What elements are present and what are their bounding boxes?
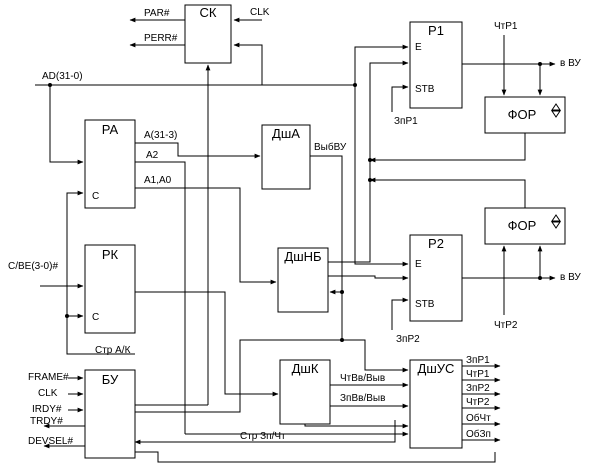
vybvu-line: [310, 155, 409, 373]
out-zpp2-label: ЗпР2: [466, 383, 490, 394]
par-label: PAR#: [144, 8, 170, 19]
chtp2-label: ЧтР2: [494, 320, 518, 331]
ad-to-p2-line: [354, 85, 409, 267]
for1-feedback-line: [369, 133, 526, 163]
out-zpp1-label: ЗпР1: [466, 355, 490, 366]
bu-block: [84, 369, 136, 459]
str-ak-label: Стр А/К: [95, 345, 131, 356]
zpp1-label: ЗпР1: [394, 116, 418, 127]
dshnb-label: ДшНБ: [284, 249, 321, 264]
p1-label: Р1: [428, 23, 444, 38]
out-chtp2-label: ЧтР2: [466, 397, 490, 408]
ra-label: РА: [102, 122, 119, 137]
devsel-label: DEVSEL#: [28, 436, 73, 447]
out-chtp1-label: ЧтР1: [466, 369, 490, 380]
perr-label: PERR#: [144, 33, 178, 44]
cbe-label: C/BE(3-0)#: [8, 261, 58, 272]
zpp1-line: [391, 84, 409, 112]
ra-c-port: С: [92, 191, 99, 202]
rk-label: РК: [102, 247, 119, 262]
str-zpcht-line: [134, 420, 396, 445]
dshk-bottom-line: [304, 423, 409, 429]
junction-vybvu-2: [340, 338, 344, 342]
dshus-label: ДшУС: [418, 361, 455, 376]
junction-p2-for2: [538, 276, 542, 280]
a2-label: A2: [146, 150, 159, 161]
str-ak-line: [66, 190, 135, 355]
p2-out-label: в ВУ: [560, 272, 581, 283]
zpvv-label: ЗпВв/Выв: [340, 393, 385, 404]
a31-3-line: [135, 142, 261, 159]
clk-bu-label: CLK: [38, 388, 58, 399]
chtp1-label: ЧтР1: [494, 21, 518, 32]
dshnb-to-p2-line: [328, 275, 409, 281]
a1a0-line: [135, 187, 277, 285]
p1-out-label: в ВУ: [560, 58, 581, 69]
sk-block: [184, 4, 232, 64]
chtvv-label: ЧтВв/Выв: [340, 373, 385, 384]
ad-bus: [35, 44, 409, 86]
a2-line: [135, 161, 186, 434]
str-zpcht-label: Стр Зп/Чт: [240, 431, 286, 442]
dshnb-block: [277, 247, 329, 313]
out-obzp-label: ОбЗп: [466, 428, 491, 440]
junction-fb2: [368, 178, 372, 182]
ra-block: [84, 119, 136, 209]
out-obcht-label: ОбЧт: [466, 412, 491, 424]
p1-stb-port: STB: [415, 84, 435, 95]
junction-str-ak: [65, 314, 69, 318]
for2-symbol: [551, 214, 561, 229]
zpp2-label: ЗпР2: [396, 334, 420, 345]
dshus-block: [409, 359, 463, 449]
sk-right-line: [233, 42, 263, 85]
a31-3-label: A(31-3): [144, 130, 177, 141]
a1a0-label: A1,A0: [144, 175, 172, 186]
zpp2-line: [391, 297, 409, 330]
junction-fb1: [368, 158, 372, 162]
rk-to-dshk-line: [135, 291, 279, 397]
p2-label: Р2: [428, 236, 444, 251]
dsha-label: ДшА: [272, 126, 300, 141]
ad-to-ra-line: [49, 85, 84, 165]
p2-block: [409, 234, 463, 322]
clk-sk-label: CLK: [250, 7, 270, 18]
rk-c-port: С: [92, 312, 99, 323]
p2-e-port: E: [415, 259, 422, 270]
for1-label: ФОР: [508, 107, 537, 122]
p1-e-port: E: [415, 42, 422, 53]
trdy-label: TRDY#: [30, 416, 63, 427]
irdy-label: IRDY#: [32, 404, 62, 415]
dshus-outputs: ЗпР1 ЧтР1 ЗпР2 ЧтР2 ОбЧт ОбЗп: [462, 355, 501, 443]
junction-vybvu: [340, 290, 344, 294]
p1-block: [409, 21, 463, 109]
for1-block: [484, 96, 566, 134]
bu-label: БУ: [102, 372, 119, 387]
p2-stb-port: STB: [415, 299, 435, 310]
for2-label: ФОР: [508, 218, 537, 233]
junction-p1-for1: [538, 62, 542, 66]
ad-label: AD(31-0): [42, 71, 83, 82]
for2-block: [484, 207, 566, 245]
dshk-label: ДшК: [292, 361, 319, 376]
for2-feedback-line: [369, 177, 526, 208]
rk-block: [84, 244, 136, 334]
bu-bottom-line: [135, 451, 496, 463]
sk-label: СК: [200, 5, 217, 20]
junction-ad-ra: [48, 83, 52, 87]
bu-to-dshk-line: [135, 339, 342, 413]
dsha-block: [261, 124, 311, 190]
dshnb-to-p1-line: [328, 60, 409, 263]
for1-symbol: [551, 103, 561, 118]
frame-label: FRAME#: [28, 372, 69, 383]
junction-ad-p2: [353, 83, 357, 87]
vybvu-label: ВыбВУ: [314, 141, 347, 153]
